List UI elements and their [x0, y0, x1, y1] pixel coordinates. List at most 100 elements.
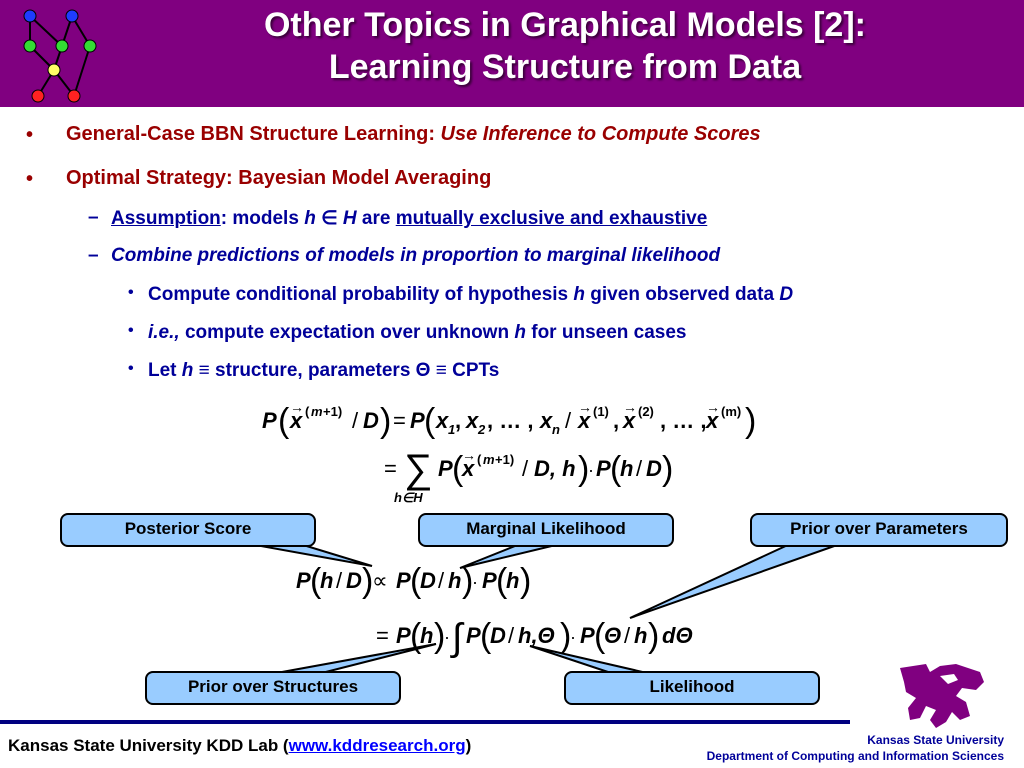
svg-text:·: ·	[570, 627, 576, 647]
svg-text:,: ,	[455, 408, 461, 433]
text: compute expectation over unknown	[179, 322, 515, 343]
svg-text:): )	[662, 450, 673, 488]
svg-text:P: P	[396, 623, 411, 648]
svg-text:+1): +1)	[323, 404, 342, 419]
svg-text:P: P	[596, 456, 611, 481]
element-of-symbol: ∈	[315, 208, 343, 229]
sub-sub-bullet-let-h: Let h ≡ structure, parameters Θ ≡ CPTs	[148, 360, 499, 382]
svg-text:=: =	[384, 456, 397, 481]
sub-bullet-combine-predictions: Combine predictions of models in proport…	[111, 245, 721, 266]
text: : models	[220, 208, 305, 229]
svg-text:(: (	[496, 562, 508, 600]
text: Compute conditional probability of hypot…	[148, 284, 574, 305]
svg-text:=: =	[376, 623, 389, 648]
svg-text:, … ,: , … ,	[660, 408, 706, 433]
title-bar: Other Topics in Graphical Models [2]: Le…	[0, 0, 1024, 107]
svg-text:D: D	[646, 456, 662, 481]
svg-text:dΘ: dΘ	[662, 623, 693, 648]
svg-text:n: n	[552, 422, 560, 437]
svg-text:P: P	[580, 623, 595, 648]
svg-text:h,Θ: h,Θ	[518, 623, 555, 648]
svg-text:x: x	[577, 408, 591, 433]
bullet-marker: •	[128, 322, 134, 339]
callout-prior-over-parameters: Prior over Parameters	[750, 513, 1008, 547]
assumption-label: Assumption	[111, 208, 221, 229]
callout-marginal-likelihood: Marginal Likelihood	[418, 513, 674, 547]
svg-text:∫: ∫	[450, 617, 465, 659]
svg-text:P: P	[396, 568, 411, 593]
svg-text:(: (	[305, 404, 310, 419]
svg-text:D: D	[420, 568, 436, 593]
svg-text:x: x	[435, 408, 449, 433]
svg-text:/: /	[624, 623, 631, 648]
svg-text:/: /	[522, 456, 529, 481]
svg-text:(: (	[424, 402, 436, 440]
var-h: h	[181, 360, 194, 381]
bullet-optimal-strategy: Optimal Strategy: Bayesian Model Averagi…	[66, 167, 492, 189]
footer-department: Department of Computing and Information …	[706, 749, 1004, 763]
svg-text:h: h	[506, 568, 519, 593]
bullet-italic-text: Use Inference to Compute Scores	[440, 123, 761, 145]
svg-text:1: 1	[448, 422, 455, 437]
svg-text:h∈H: h∈H	[394, 490, 423, 505]
svg-text:·: ·	[444, 627, 450, 647]
svg-text:Θ: Θ	[604, 623, 621, 648]
svg-text:(: (	[310, 562, 322, 600]
svg-text:→: →	[462, 447, 476, 463]
svg-text:(: (	[477, 452, 482, 467]
svg-text:/: /	[352, 408, 359, 433]
footer-university-name: Kansas State University	[867, 733, 1004, 747]
dash-marker: –	[88, 207, 99, 228]
svg-text:m: m	[483, 452, 495, 467]
ie-text: i.e.,	[148, 322, 180, 343]
svg-text:x: x	[465, 408, 479, 433]
slide-title: Other Topics in Graphical Models [2]: Le…	[110, 4, 1020, 88]
text: ≡ structure, parameters Θ ≡ CPTs	[193, 360, 500, 381]
svg-text:P: P	[296, 568, 311, 593]
bullet-structure-learning: General-Case BBN Structure Learning: Use…	[66, 123, 761, 146]
svg-text:x: x	[705, 408, 719, 433]
svg-text:+1): +1)	[495, 452, 514, 467]
svg-text:): )	[362, 562, 373, 600]
text: are	[356, 208, 396, 229]
kstate-powercat-logo	[900, 664, 984, 728]
svg-text:(: (	[480, 617, 492, 655]
title-line-2: Learning Structure from Data	[328, 48, 802, 86]
svg-text:/: /	[438, 568, 445, 593]
svg-text:P: P	[262, 408, 277, 433]
svg-text:→: →	[706, 399, 720, 415]
svg-text:∑: ∑	[404, 447, 433, 491]
graph-network-icon	[23, 9, 97, 103]
svg-text:/: /	[336, 568, 343, 593]
svg-text:): )	[520, 562, 531, 600]
title-line-1: Other Topics in Graphical Models [2]:	[263, 6, 866, 44]
svg-text:): )	[434, 617, 445, 655]
svg-text:x: x	[539, 408, 553, 433]
svg-text:→: →	[578, 399, 592, 415]
mutually-exclusive-text: mutually exclusive and exhaustive	[395, 208, 708, 229]
svg-text:(2): (2)	[638, 404, 654, 419]
sub-sub-bullet-expectation: i.e., compute expectation over unknown h…	[148, 322, 687, 344]
var-h: h	[304, 208, 316, 229]
bullet-marker: •	[128, 284, 134, 301]
callout-pointers	[249, 543, 841, 677]
var-h: h	[514, 322, 526, 343]
text: Let	[148, 360, 182, 381]
dash-marker: –	[88, 245, 99, 266]
svg-text:x: x	[289, 408, 303, 433]
svg-text:D: D	[490, 623, 506, 648]
text: for unseen cases	[525, 322, 687, 343]
svg-text:(: (	[452, 450, 464, 488]
svg-text:∝: ∝	[372, 568, 388, 593]
svg-text:x: x	[461, 456, 475, 481]
svg-text:·: ·	[472, 572, 478, 592]
svg-text:): )	[578, 450, 589, 488]
svg-text:·: ·	[588, 460, 594, 480]
svg-text:h: h	[620, 456, 633, 481]
callout-posterior-score: Posterior Score	[60, 513, 316, 547]
callout-likelihood: Likelihood	[564, 671, 820, 705]
svg-text:(m): (m)	[721, 404, 741, 419]
svg-text:/: /	[565, 408, 572, 433]
kddresearch-link[interactable]: www.kddresearch.org	[288, 736, 466, 755]
